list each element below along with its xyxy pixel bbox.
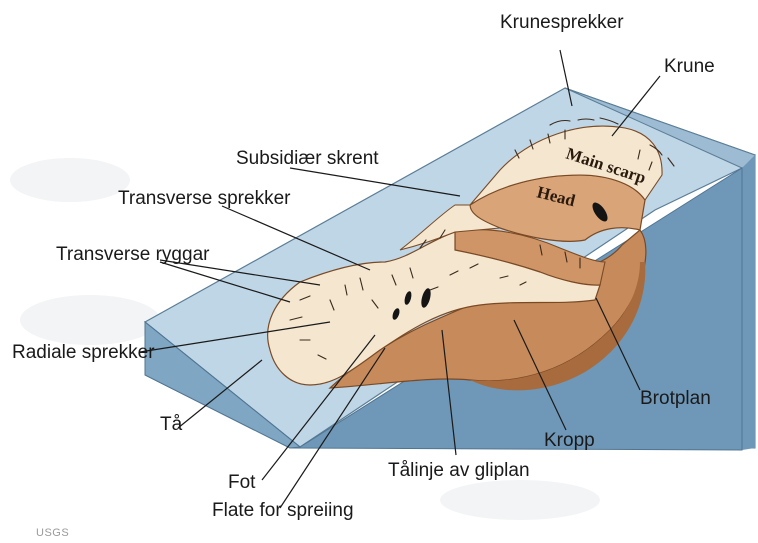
label-taalinje: Tålinje av gliplan bbox=[388, 460, 530, 481]
label-transverse-ryggar: Transverse ryggar bbox=[56, 244, 210, 265]
credit-usgs: USGS bbox=[36, 527, 69, 539]
slope-side-face bbox=[742, 155, 755, 450]
label-krunesprekker: Krunesprekker bbox=[500, 12, 624, 33]
label-transverse-sprekker: Transverse sprekker bbox=[118, 188, 291, 209]
label-taa: Tå bbox=[160, 414, 183, 435]
label-flate-for-spreiing: Flate for spreiing bbox=[212, 500, 354, 521]
label-subsidiaer-skrent: Subsidiær skrent bbox=[236, 148, 379, 169]
label-radiale-sprekker: Radiale sprekker bbox=[12, 342, 155, 363]
label-kropp: Kropp bbox=[544, 430, 595, 451]
label-krune: Krune bbox=[664, 56, 715, 77]
label-fot: Fot bbox=[228, 472, 256, 493]
label-brotplan: Brotplan bbox=[640, 388, 711, 409]
